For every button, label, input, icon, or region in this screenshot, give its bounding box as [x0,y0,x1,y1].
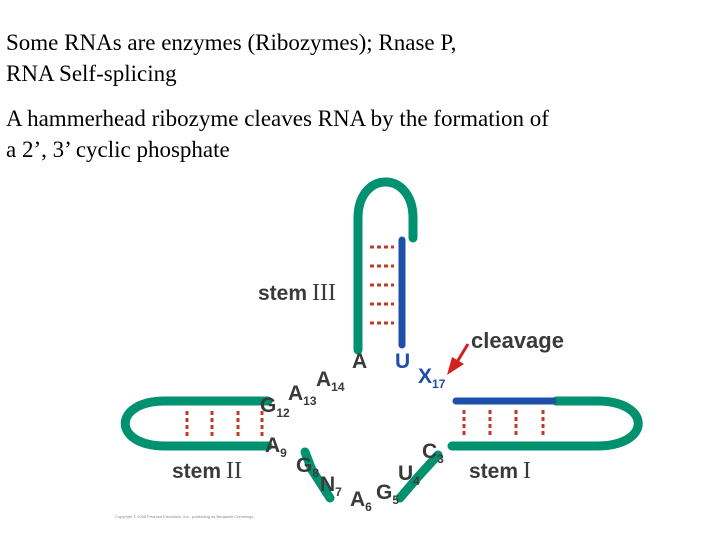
cleavage-arrow-icon [447,343,470,375]
copyright-notice: Copyright © 2008 Pearson Education, Inc.… [115,514,253,519]
base-G8: G8 [296,454,319,480]
body-line-2: a 2’, 3’ cyclic phosphate [6,137,230,162]
base-A13: A13 [288,382,317,408]
slide-body: A hammerhead ribozyme cleaves RNA by the… [6,103,718,165]
stem2-strand [120,396,273,451]
base-C3: C3 [422,440,444,466]
base-U4: U4 [398,462,420,488]
base-G12: G12 [260,394,290,420]
ribozyme-strand [120,177,643,503]
base-A9: A9 [265,434,287,460]
nucleotide-labels: A U X17 A14 A13 G12 A9 G8 N7 A6 G5 U4 C3 [260,350,446,514]
slide-title: Some RNAs are enzymes (Ribozymes); Rnase… [6,27,706,89]
cleavage-label: cleavage [471,328,564,353]
title-line-2: RNA Self-splicing [6,61,177,86]
base-X17: X17 [418,365,446,391]
stem1-strand [447,396,643,451]
substrate-strand [398,236,557,405]
base-G5: G5 [376,481,399,507]
title-line-1: Some RNAs are enzymes (Ribozymes); Rnase… [6,30,457,55]
base-A6: A6 [350,488,372,514]
base-N7: N7 [320,473,342,499]
core-left-strand [300,447,335,503]
base-A-stem3: A [352,350,367,373]
base-pairs [185,245,545,437]
base-A14: A14 [316,368,345,394]
core-right-strand [395,450,443,503]
base-U-stem3: U [395,350,410,373]
body-line-1: A hammerhead ribozyme cleaves RNA by the… [6,106,549,131]
stem3-strand [353,177,418,355]
